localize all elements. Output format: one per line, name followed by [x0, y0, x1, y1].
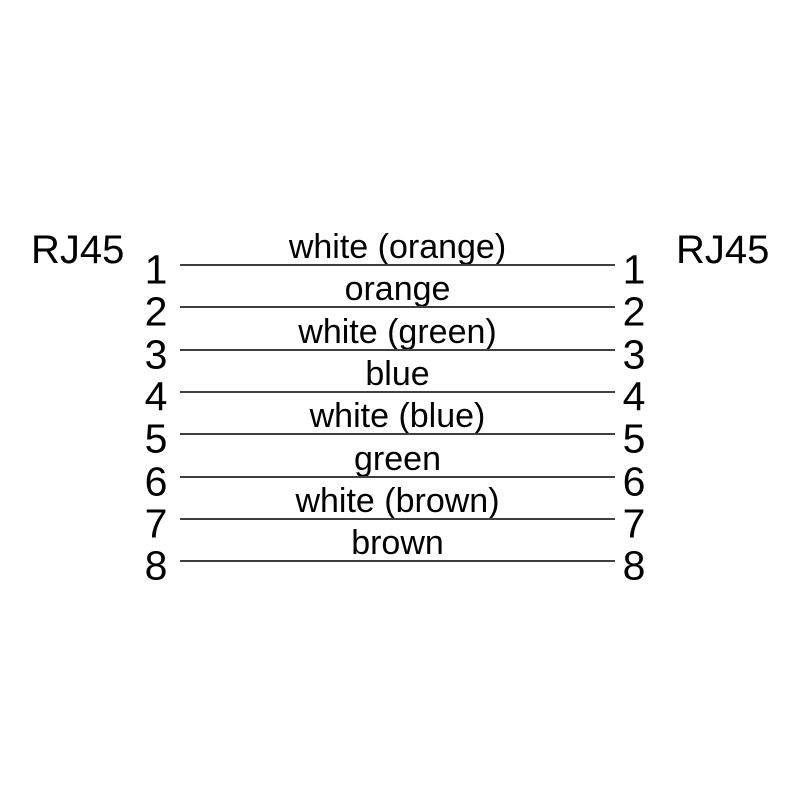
right-pin-number: 6 [622, 458, 646, 504]
left-pin-number: 5 [144, 415, 168, 462]
wire-color-label: orange [344, 270, 451, 309]
right-connector-label: RJ45 [676, 228, 770, 272]
right-pin-number: 1 [622, 246, 646, 293]
right-pin-number: 3 [622, 331, 646, 378]
left-pin-number: 3 [144, 331, 168, 378]
left-connector-label: RJ45 [31, 228, 125, 272]
wire-line [180, 517, 615, 520]
right-pin-number: 2 [622, 288, 646, 335]
right-pin-number: 5 [622, 415, 646, 462]
wire-line [180, 306, 615, 309]
wire-line [180, 348, 615, 351]
left-pin-number: 7 [144, 500, 168, 547]
wire-color-label: brown [351, 524, 444, 563]
left-pin-number: 1 [144, 246, 168, 293]
wire-color-label: white (orange) [288, 228, 507, 266]
wire-color-label: green [354, 439, 441, 478]
wire-color-label: white (brown) [295, 481, 500, 520]
wire-line [180, 433, 615, 436]
right-pin-number: 4 [622, 373, 646, 420]
wire-line [180, 560, 615, 563]
wire-line [180, 264, 615, 266]
wire-line [180, 475, 615, 478]
left-pin-number: 2 [144, 288, 168, 335]
wire-line [180, 390, 615, 393]
left-pin-number: 6 [144, 458, 168, 504]
left-pin-number: 8 [144, 542, 168, 589]
wire-color-label: white (green) [298, 312, 497, 351]
wire-color-label: white (blue) [309, 397, 486, 436]
right-pin-number: 8 [622, 542, 646, 589]
wire-color-label: blue [365, 354, 430, 393]
right-pin-number: 7 [622, 500, 646, 547]
left-pin-number: 4 [144, 373, 168, 420]
